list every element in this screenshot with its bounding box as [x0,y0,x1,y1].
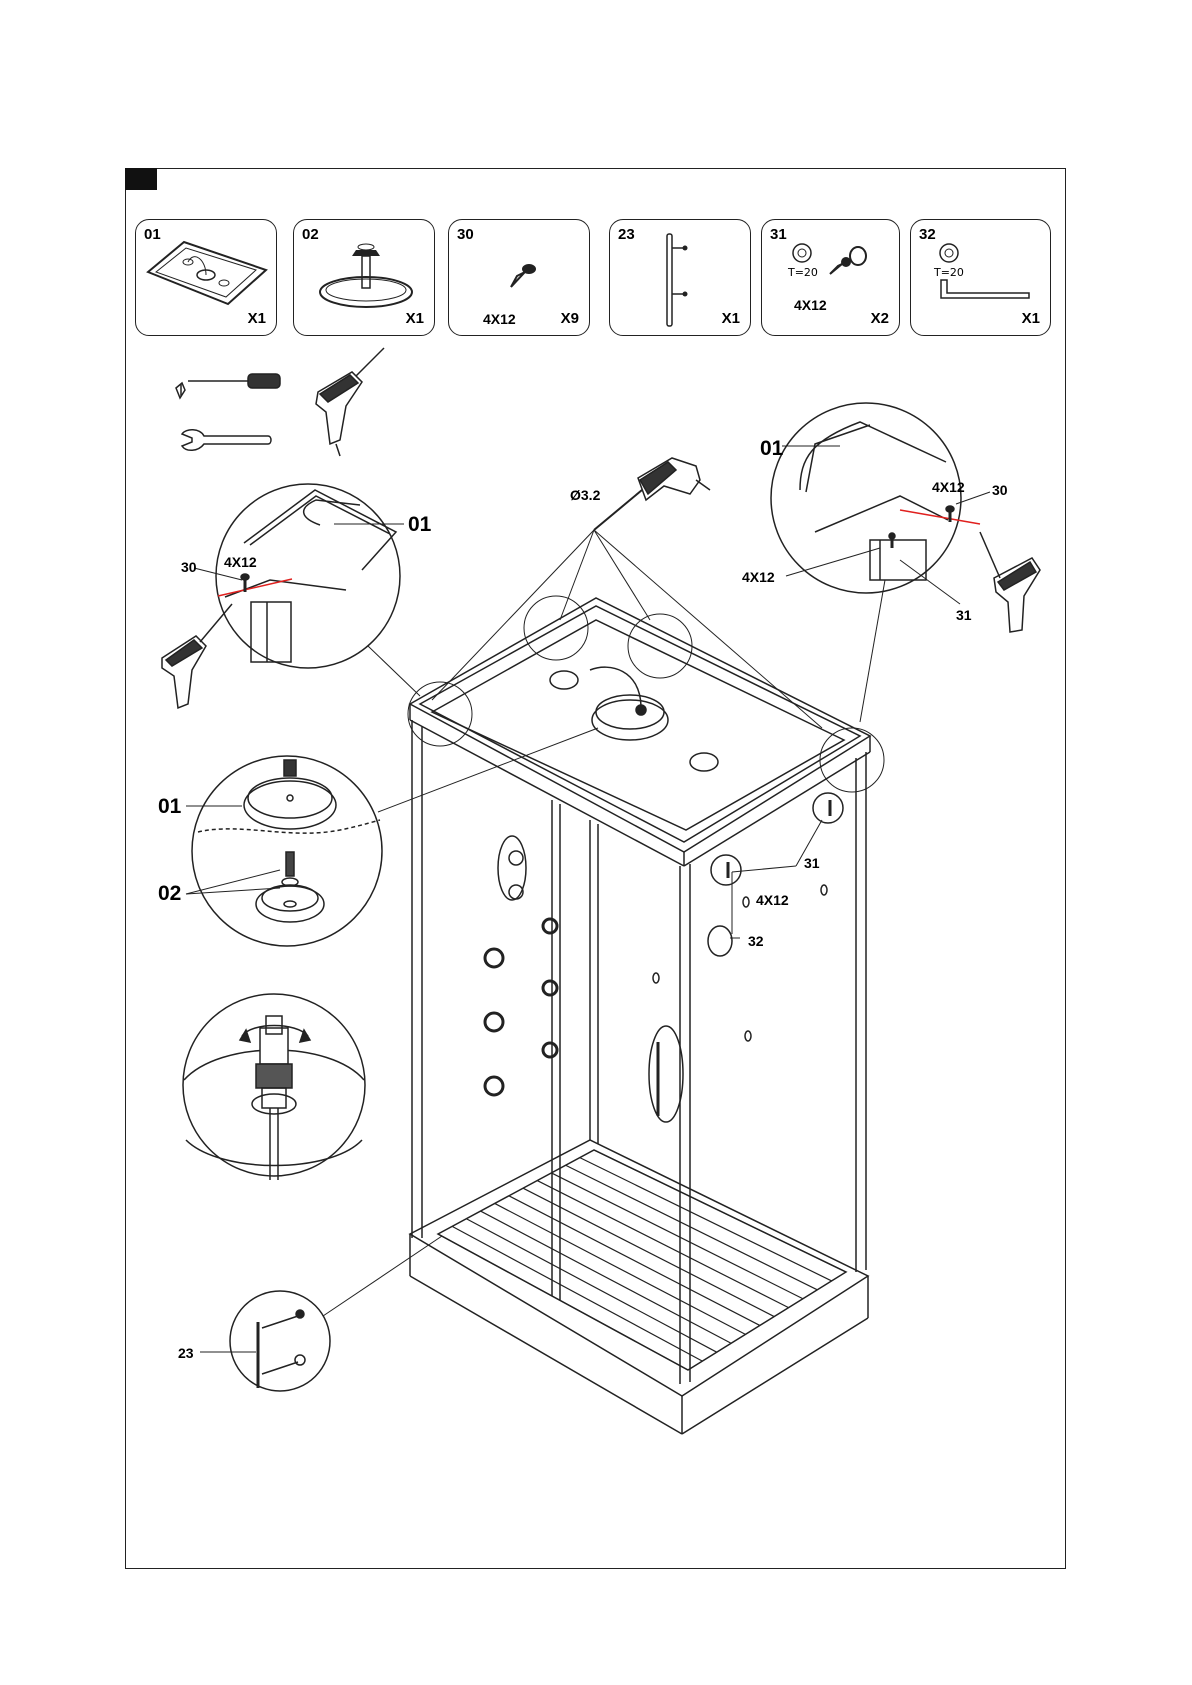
wrench-icon [182,430,271,451]
duckboard-slats [438,1150,846,1370]
mixer-valve [498,836,526,900]
handle-part-label: 23 [178,1345,194,1361]
right-screw-part-label: 30 [992,482,1008,498]
cabin-handle [649,885,827,1122]
handle-mount-detail [230,1291,330,1391]
left-screw-part-label: 30 [181,559,197,575]
duckboard-slat [580,1158,832,1281]
duckboard-slat [509,1196,760,1326]
drill-bit-size-label: Ø3.2 [570,487,601,503]
right-drill-icon [980,532,1040,632]
left-roof-part-label: 01 [408,513,432,536]
right-cap-part-label: 31 [956,607,972,623]
body-jets [485,919,557,1095]
shower-tray [410,1140,868,1434]
cabin-screw-spec-label: 4X12 [756,892,789,908]
top-drill-icon [594,458,710,530]
shower-cabin-roof [410,598,870,866]
duckboard-slat [566,1165,818,1290]
drill-guide-lines [432,530,822,728]
shower-cabin-frame [412,720,866,1384]
cabin-cap-part-label: 31 [804,855,820,871]
drill-icon [316,348,384,456]
screwdriver-icon [176,374,280,398]
left-screw-spec-label: 4X12 [224,554,257,570]
head-roof-part-label: 01 [158,795,182,818]
right-roof-part-label: 01 [760,437,784,460]
right-roof-joint-detail [771,403,961,593]
duckboard-slat [523,1188,774,1316]
right-screw-spec-label: 4X12 [932,479,965,495]
right-screw-icon [889,506,954,548]
right-side-spec-label: 4X12 [742,569,775,585]
cabin-key-part-label: 32 [748,933,764,949]
roof-vent-icon [550,671,718,771]
head-mount-detail [192,756,382,946]
nut-tightening-detail [183,994,365,1180]
duckboard-slat [594,1150,846,1272]
duckboard-slat [537,1181,788,1308]
duckboard-slat [551,1173,802,1299]
head-part-label: 02 [158,882,181,905]
left-drill-icon [162,604,232,708]
